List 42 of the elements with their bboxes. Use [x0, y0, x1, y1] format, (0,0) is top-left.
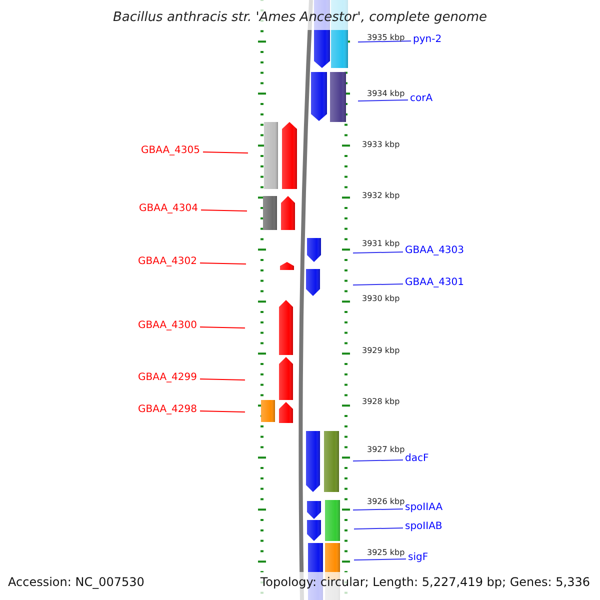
scale-label: 3929 kbp [362, 346, 400, 356]
leader-line [358, 40, 412, 42]
leader-line [352, 252, 404, 254]
leader-line [200, 262, 246, 264]
leader-line [200, 326, 246, 328]
leader-line [352, 508, 404, 510]
leader-line [200, 410, 246, 412]
scale-label: 3927 kbp [367, 445, 405, 455]
leader-line [352, 284, 404, 286]
scale-label: 3928 kbp [362, 397, 400, 407]
footer-text: Accession: NC_007530 [8, 575, 144, 589]
scale-label: 3931 kbp [362, 239, 400, 249]
gene-label: GBAA_4304 [138, 203, 198, 215]
scale-label: 3934 kbp [367, 89, 405, 99]
scale-label: 3930 kbp [362, 294, 400, 304]
footer-text: Topology: circular; Length: 5,227,419 bp; Genes: 5,336 [260, 575, 590, 589]
gene-label: GBAA_4301 [405, 277, 464, 289]
leader-line [202, 152, 248, 154]
gene-label: GBAA_4299 [138, 372, 197, 384]
scale-label: 3926 kbp [367, 497, 405, 507]
gene-label: GBAA_4303 [405, 245, 464, 257]
gene-label: pyn-2 [413, 34, 442, 46]
leader-line [358, 100, 408, 102]
leader-line [200, 210, 248, 212]
leader-line [354, 528, 404, 530]
leader-line [352, 460, 404, 462]
scale-label: 3933 kbp [362, 140, 400, 150]
scale-label: 3932 kbp [362, 191, 400, 201]
leader-line [354, 558, 406, 560]
gene-label: GBAA_4298 [138, 404, 197, 416]
gene-label: spoIIAA [405, 502, 443, 514]
scale-label: 3935 kbp [367, 33, 405, 43]
gene-label: corA [410, 93, 433, 105]
diagram-title: Bacillus anthracis str. 'Ames Ancestor', complete genome [112, 10, 488, 26]
gene-label: spoIIAB [405, 521, 442, 533]
gene-label: GBAA_4302 [138, 256, 197, 268]
gene-label: GBAA_4300 [138, 320, 197, 332]
scale-label: 3925 kbp [367, 548, 405, 558]
gene-label: GBAA_4305 [140, 145, 200, 157]
gene-label: sigF [408, 552, 428, 564]
leader-line [200, 378, 246, 380]
gene-label: dacF [405, 453, 429, 465]
